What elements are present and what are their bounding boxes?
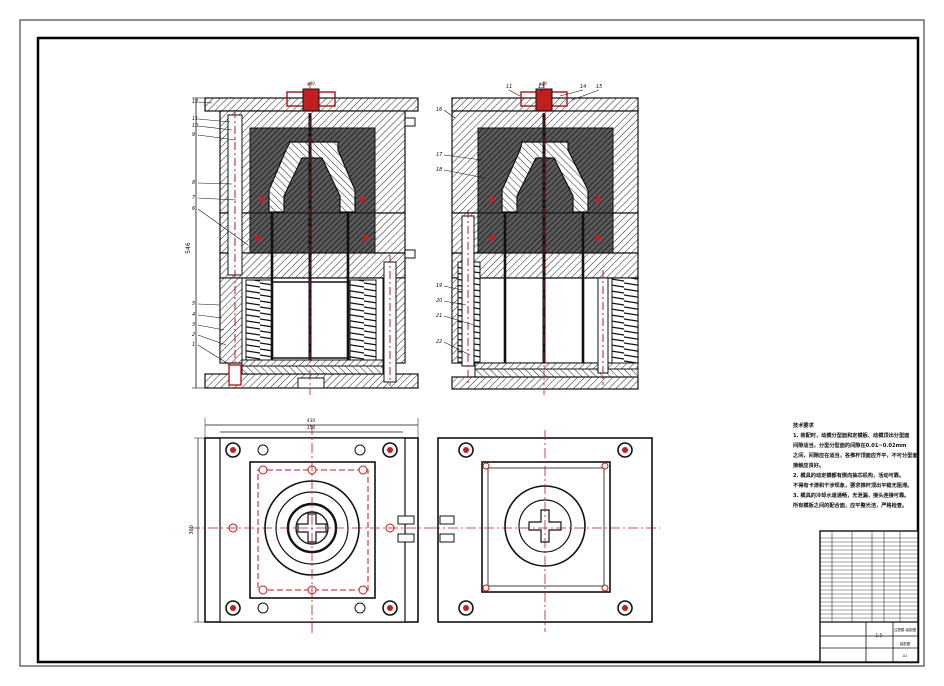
callout-label: 1 <box>192 342 195 348</box>
callout-label: 14 <box>580 84 586 90</box>
callout-label: 13 <box>538 84 544 90</box>
callout-label: 8 <box>192 180 195 186</box>
callout-leader <box>197 334 227 346</box>
tech-line: 之间，间隙应在适当，各推杆顶面应齐平，不可分型面 <box>793 453 918 459</box>
title-sheet: A1 <box>903 654 908 658</box>
callout-leader <box>443 315 475 326</box>
title-drawing-no: 注塑模-装配图 <box>894 627 917 632</box>
front-section-view <box>192 82 419 395</box>
title-scale: 1:5 <box>875 633 882 639</box>
tech-line: 1. 装配时，动模分型面和定模板、动模顶出分型面 <box>793 433 910 439</box>
callout-leader <box>443 300 467 306</box>
callout-label: 4 <box>192 312 195 318</box>
tech-line: 3. 模具的冷却水道通畅，无泄漏，接头连接可靠。 <box>793 493 910 499</box>
callout-label: 12 <box>192 99 198 105</box>
callout-label: 21 <box>436 313 442 319</box>
dim-top-mark-left: φ40 <box>307 81 315 86</box>
callout-leader <box>443 341 471 356</box>
dim-overall-width: 430 <box>307 418 316 424</box>
callout-leader <box>508 89 521 97</box>
callout-label: 20 <box>436 298 442 304</box>
tech-line: 所有模板之间的配合面，应平整光洁，严格检查。 <box>793 503 908 509</box>
outer-border <box>19 19 925 667</box>
callout-label: 5 <box>192 301 195 307</box>
plan-view-fixed-half <box>430 430 660 632</box>
callout-leader <box>540 89 543 93</box>
callout-label: 7 <box>192 195 196 201</box>
callout-label: 6 <box>192 206 195 212</box>
callout-label: 11 <box>506 84 512 90</box>
plan-view-moving-half <box>190 418 430 635</box>
technical-requirements: 技术要求 1. 装配时，动模分型面和定模板、动模顶出分型面 间隙适当，分型分型面… <box>793 421 919 511</box>
callout-leader <box>197 182 233 185</box>
callout-leader <box>197 303 221 306</box>
tech-line: 不得有卡滞和干涉现象，要求推杆顶出平稳无阻滞。 <box>793 483 913 489</box>
tech-line: 2. 模具的动定模都有侧向抽芯机构，活动可靠。 <box>793 473 905 479</box>
callout-leader <box>197 324 225 331</box>
callout-label: 19 <box>436 283 442 289</box>
tech-line: 接触应良好。 <box>793 463 825 469</box>
title-block <box>820 621 918 662</box>
callout-leader <box>571 89 600 101</box>
dim-inner-width: 350 <box>307 425 316 431</box>
callout-leader <box>197 314 223 319</box>
callout-label: 17 <box>436 152 443 158</box>
callout-leader <box>197 344 231 366</box>
callout-leader <box>197 118 231 123</box>
dim-overall-height-plan: 360 <box>189 525 195 535</box>
callout-leader <box>443 109 456 119</box>
callout-label: 22 <box>436 339 442 345</box>
callout-label: 18 <box>436 167 442 173</box>
dim-overall-height: 546 <box>185 242 192 254</box>
title-label: 装配图 <box>900 641 911 646</box>
callout-label: 16 <box>436 107 442 113</box>
callout-label: 10 <box>192 123 198 129</box>
callout-leader <box>443 169 486 179</box>
callout-leader <box>197 197 237 201</box>
callout-label: 11 <box>192 116 198 122</box>
tech-title: 技术要求 <box>793 423 814 429</box>
callout-leader <box>197 134 237 141</box>
callout-label: 3 <box>192 322 195 328</box>
dim-top-mark-right: φ40 <box>539 81 547 86</box>
callouts-right: 11 13 14 15 16 17 18 19 20 21 22 <box>436 84 602 356</box>
callout-label: 9 <box>192 132 195 138</box>
side-section-view <box>451 82 639 395</box>
callout-leader <box>197 208 249 246</box>
callout-leader <box>197 125 233 131</box>
callout-label: 2 <box>192 332 195 338</box>
parts-list <box>819 530 919 663</box>
callout-leader <box>197 101 213 104</box>
callout-leader <box>443 154 483 161</box>
callout-leader <box>443 285 463 291</box>
callout-label: 15 <box>596 84 602 90</box>
callout-leader <box>559 89 584 97</box>
inner-border <box>36 36 920 664</box>
tech-line: 间隙适当，分型分型面的间隙在0.01~0.02mm <box>793 443 907 449</box>
